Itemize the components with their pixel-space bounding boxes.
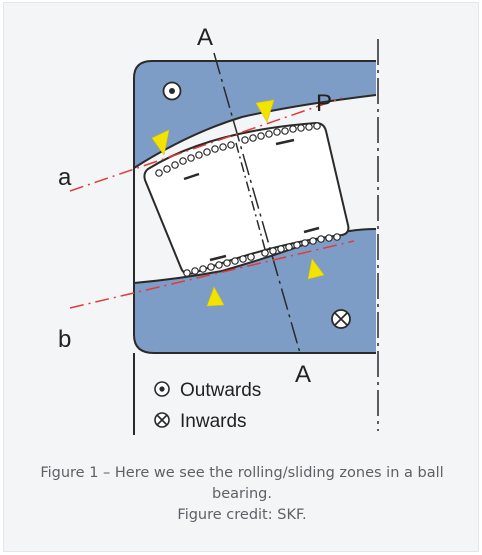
caption-credit: Figure credit: SKF. [177, 507, 307, 523]
legend-outwards-label: Outwards [180, 380, 261, 401]
legend-inwards-label: Inwards [180, 411, 247, 432]
upper-ball-row [155, 122, 321, 177]
lower-ball-row [183, 233, 341, 277]
outer-ring-outline [133, 60, 377, 170]
caption-text: Figure 1 – Here we see the rolling/slidi… [40, 465, 444, 502]
sliding-zone-dashes [183, 138, 320, 262]
line-label-b: b [58, 326, 71, 353]
inwards-legend-icon [154, 412, 170, 428]
yellow-markers [151, 99, 325, 307]
line-label-a: a [58, 164, 72, 191]
marker-upper-left [151, 129, 170, 156]
inner-ring [134, 229, 376, 353]
section-label-top: A [197, 24, 213, 51]
section-line-a [213, 52, 301, 354]
roller-divider [235, 142, 267, 254]
marker-lower-right [307, 258, 325, 280]
bearing-diagram: A A a b P Outwards Inwards [58, 24, 379, 435]
inwards-symbol-ring [331, 309, 351, 329]
outwards-legend-icon [154, 381, 170, 397]
point-label-p: P [316, 90, 332, 117]
figure-card: A A a b P Outwards Inwards Figure 1 – He… [3, 2, 479, 552]
marker-upper-right [255, 99, 275, 123]
legend-inwards: Inwards [154, 411, 247, 432]
roller [143, 121, 350, 275]
legend-outwards: Outwards [154, 380, 261, 401]
outer-ring [134, 61, 376, 168]
contact-line-a [69, 97, 343, 192]
figure-caption: Figure 1 – Here we see the rolling/slidi… [4, 463, 480, 526]
outwards-symbol-ring [162, 81, 182, 101]
marker-lower-left [206, 286, 225, 307]
section-label-bottom: A [295, 361, 311, 388]
contact-line-b [69, 240, 355, 309]
